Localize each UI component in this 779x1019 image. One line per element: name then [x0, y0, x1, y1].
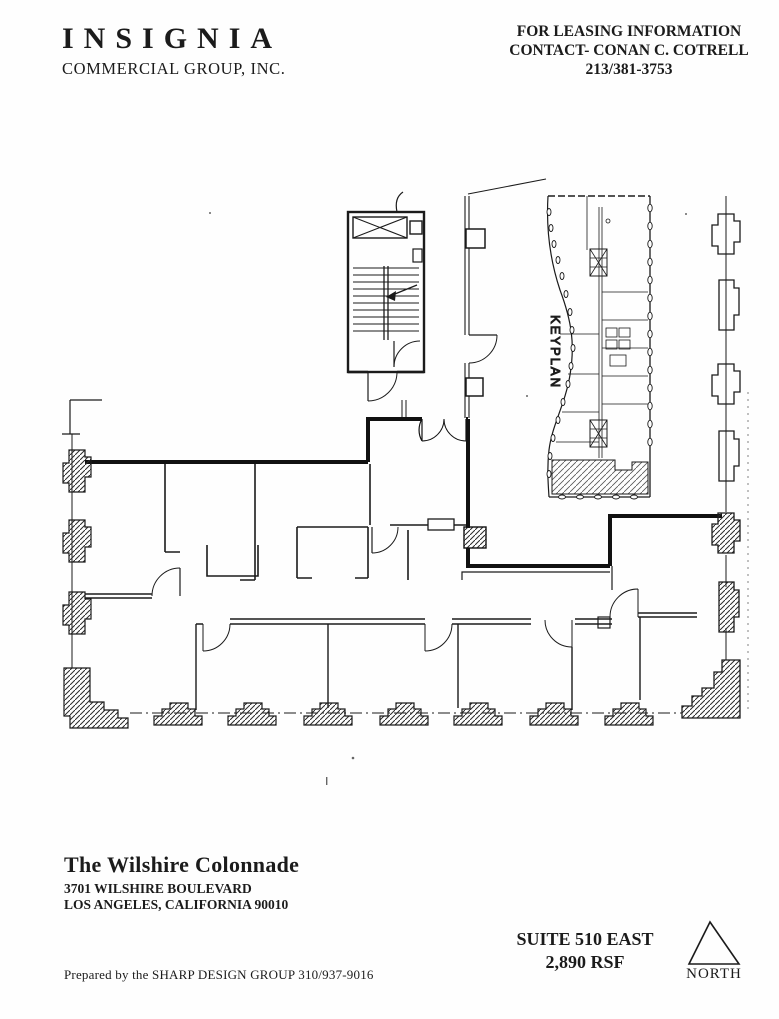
double-entry-door — [418, 418, 467, 442]
stairwell — [346, 191, 426, 418]
corridor-walls — [195, 566, 697, 710]
suite-area: 2,890 RSF — [545, 952, 625, 972]
keyplan-window-dots — [546, 203, 653, 500]
keyplan-suite-highlight — [551, 459, 649, 495]
keyplan-interior — [556, 196, 648, 458]
suite-name: SUITE 510 EAST — [516, 929, 654, 949]
leasing-contact-block: FOR LEASING INFORMATION CONTACT- CONAN C… — [486, 22, 772, 79]
address-line2: LOS ANGELES, CALIFORNIA 90010 — [64, 897, 289, 912]
leasing-contact-name: CONTACT- CONAN C. COTRELL — [509, 42, 749, 59]
north-arrow-icon — [687, 920, 741, 965]
interior-walls — [85, 464, 610, 599]
elevator-shaft — [352, 216, 423, 239]
corner-column-sw — [63, 667, 129, 729]
suite-info-block: SUITE 510 EAST 2,890 RSF — [485, 928, 685, 974]
south-office-partitions — [195, 617, 641, 710]
scan-specks — [209, 212, 687, 785]
leasing-phone: 213/381-3753 — [585, 61, 673, 78]
prepared-by-credit: Prepared by the SHARP DESIGN GROUP 310/9… — [64, 967, 374, 982]
bottom-window-wall — [130, 702, 682, 726]
building-name: The Wilshire Colonnade — [64, 852, 300, 877]
leasing-info-line: FOR LEASING INFORMATION — [516, 23, 742, 40]
building-address: 3701 WILSHIRE BOULEVARD LOS ANGELES, CAL… — [64, 881, 299, 913]
address-line1: 3701 WILSHIRE BOULEVARD — [64, 881, 252, 896]
suite-entry-column — [463, 526, 487, 549]
core-east-wall — [464, 178, 547, 418]
company-subtitle: COMMERCIAL GROUP, INC. — [62, 59, 286, 78]
right-column-line — [681, 196, 749, 719]
company-name: INSIGNIA — [62, 22, 283, 55]
left-window-wall — [62, 399, 129, 729]
building-info-block: The Wilshire Colonnade 3701 WILSHIRE BOU… — [64, 852, 299, 913]
keyplan-label: KEYPLAN — [548, 315, 563, 389]
keyplan-inset: KEYPLAN — [546, 195, 653, 500]
stair-treads — [353, 266, 419, 340]
company-logo: INSIGNIA COMMERCIAL GROUP, INC. — [62, 22, 285, 79]
corner-column-se — [681, 659, 741, 719]
cased-opening — [427, 518, 455, 531]
north-label: NORTH — [686, 966, 742, 982]
suite-boundary — [85, 417, 722, 568]
